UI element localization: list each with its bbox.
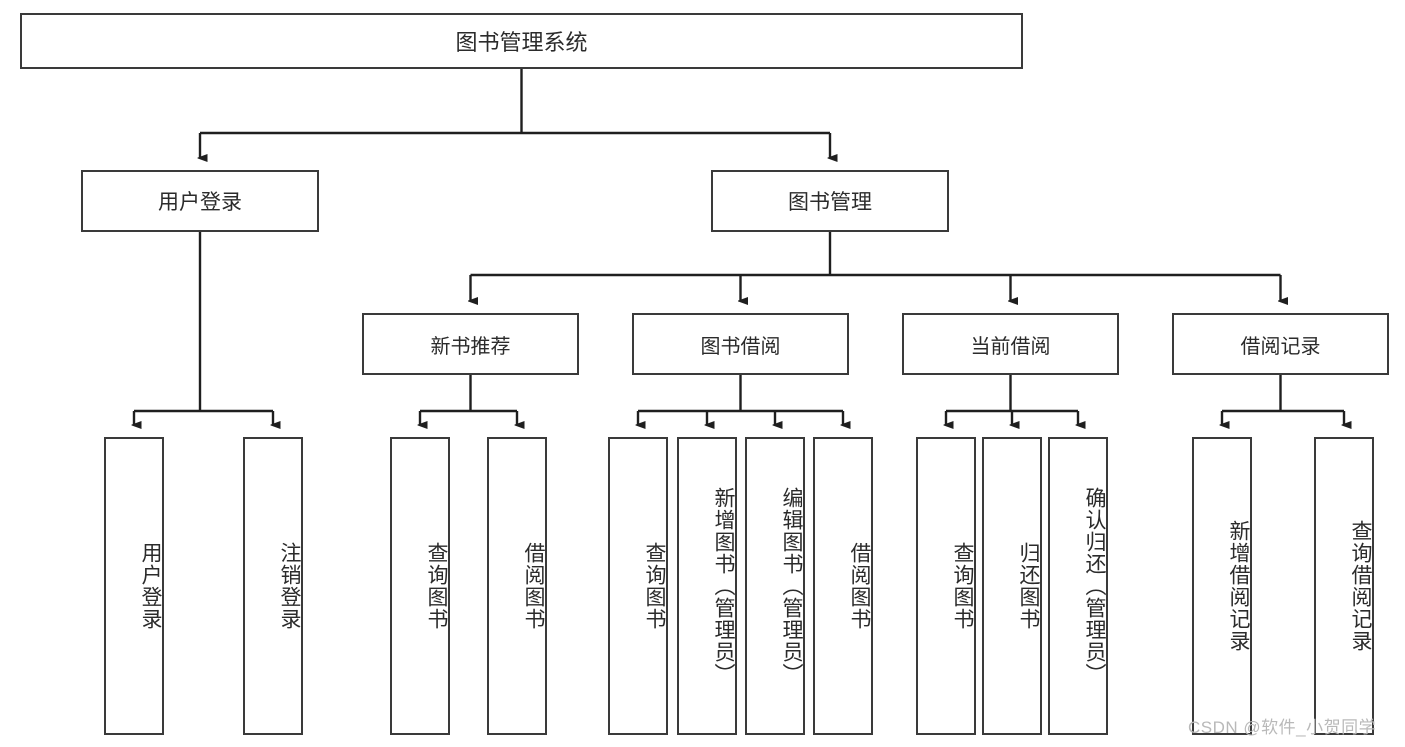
node-label: 图书管理系统: [455, 30, 588, 55]
node-label: 借阅记录: [1240, 335, 1321, 358]
node-label: 归还图书: [1017, 542, 1040, 630]
node-label: 用户登录: [139, 542, 162, 630]
node-root-图书管理系统[interactable]: 图书管理系统: [20, 13, 1023, 69]
node-l1-用户登录[interactable]: 用户登录: [81, 170, 319, 232]
node-l1-图书管理[interactable]: 图书管理: [711, 170, 949, 232]
node-leaf-注销登录[interactable]: 注销登录: [243, 437, 303, 735]
node-label: 查询图书: [643, 542, 666, 630]
node-leaf-用户登录[interactable]: 用户登录: [104, 437, 164, 735]
node-l2-新书推荐[interactable]: 新书推荐: [362, 313, 579, 375]
node-label: 查询图书: [425, 542, 448, 630]
node-label: 确认归还（管理员）: [1083, 487, 1106, 685]
node-leaf-查询图书[interactable]: 查询图书: [608, 437, 668, 735]
node-label: 借阅图书: [848, 542, 871, 630]
node-leaf-新增借阅记录[interactable]: 新增借阅记录: [1192, 437, 1252, 735]
node-label: 编辑图书（管理员）: [780, 487, 803, 685]
node-leaf-新增图书（管理员）[interactable]: 新增图书（管理员）: [677, 437, 737, 735]
node-leaf-确认归还（管理员）[interactable]: 确认归还（管理员）: [1048, 437, 1108, 735]
node-l2-图书借阅[interactable]: 图书借阅: [632, 313, 849, 375]
node-label: 用户登录: [158, 191, 242, 214]
node-label: 图书借阅: [700, 335, 781, 358]
node-leaf-查询图书[interactable]: 查询图书: [390, 437, 450, 735]
node-label: 查询借阅记录: [1349, 520, 1372, 652]
node-l2-当前借阅[interactable]: 当前借阅: [902, 313, 1119, 375]
node-label: 查询图书: [951, 542, 974, 630]
csdn-watermark: CSDN @软件_小贺同学: [1188, 718, 1377, 737]
node-leaf-归还图书[interactable]: 归还图书: [982, 437, 1042, 735]
node-label: 新增图书（管理员）: [712, 487, 735, 685]
node-label: 注销登录: [278, 542, 301, 630]
node-leaf-查询借阅记录[interactable]: 查询借阅记录: [1314, 437, 1374, 735]
node-label: 当前借阅: [970, 335, 1051, 358]
node-label: 借阅图书: [522, 542, 545, 630]
node-label: 图书管理: [788, 191, 872, 214]
node-leaf-编辑图书（管理员）[interactable]: 编辑图书（管理员）: [745, 437, 805, 735]
node-leaf-借阅图书[interactable]: 借阅图书: [813, 437, 873, 735]
node-leaf-借阅图书[interactable]: 借阅图书: [487, 437, 547, 735]
node-label: 新书推荐: [430, 335, 511, 358]
node-leaf-查询图书[interactable]: 查询图书: [916, 437, 976, 735]
node-label: 新增借阅记录: [1227, 520, 1250, 652]
node-l2-借阅记录[interactable]: 借阅记录: [1172, 313, 1389, 375]
